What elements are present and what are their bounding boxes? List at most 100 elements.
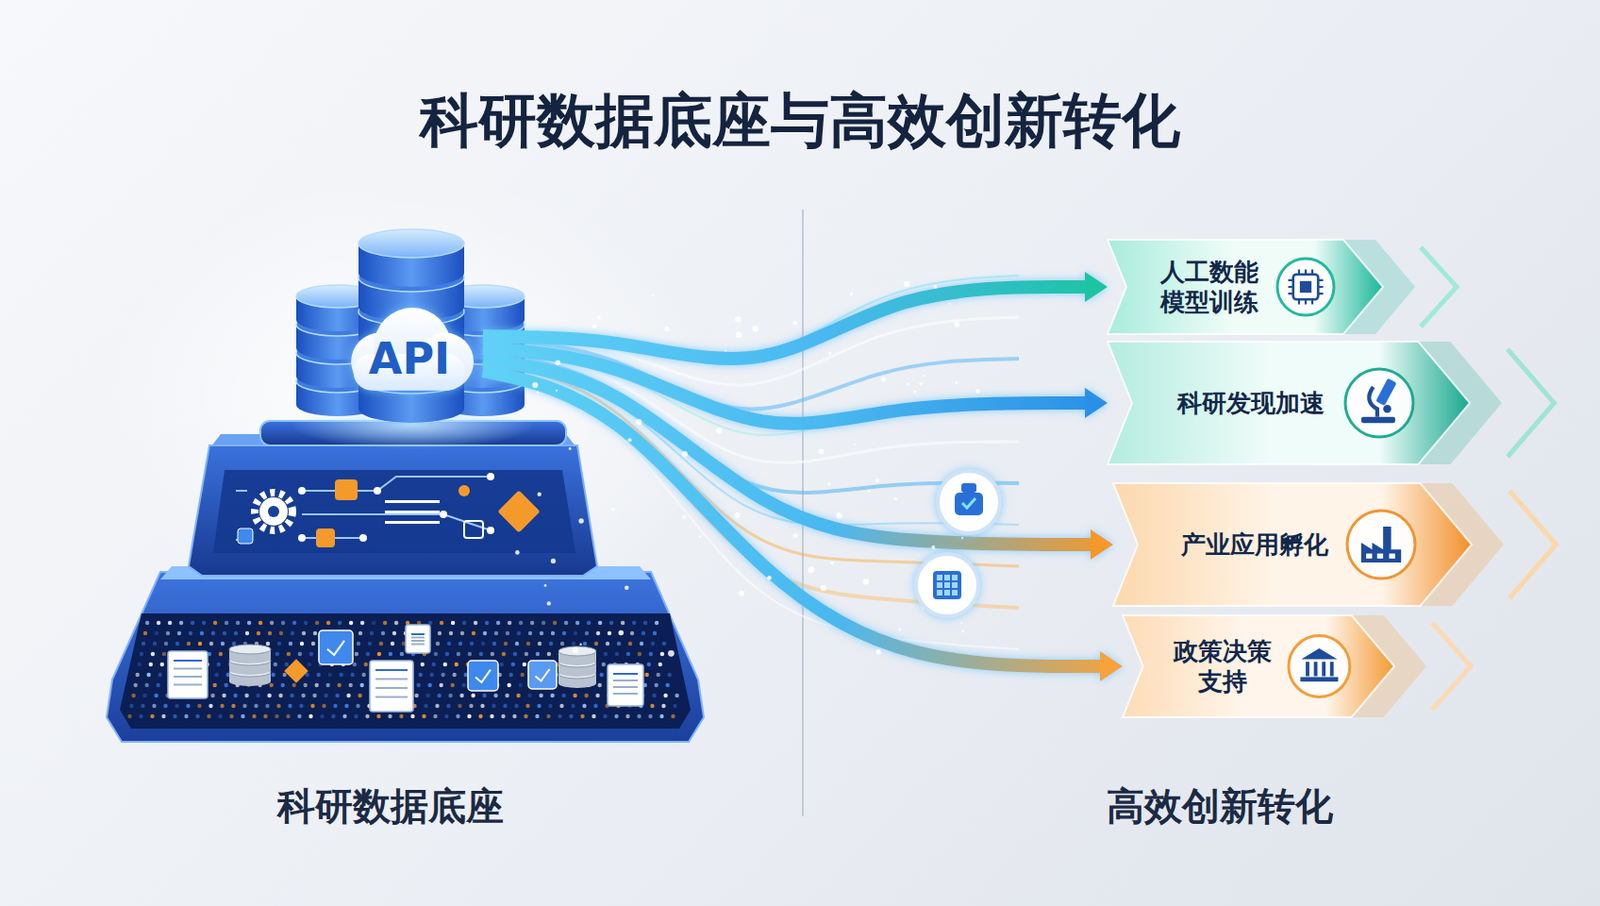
data-dot (399, 714, 403, 718)
sparkle (716, 427, 723, 434)
data-dot (313, 631, 317, 635)
sparkle (537, 492, 542, 497)
data-dot (277, 641, 282, 646)
data-dot (479, 651, 484, 656)
data-dot (143, 631, 148, 635)
microscope-stage (1383, 404, 1391, 413)
data-dot (145, 620, 150, 625)
outcome-label: 政策决策 支持 (1166, 635, 1280, 698)
file-mark (327, 640, 345, 655)
data-dot (331, 714, 335, 718)
data-dot (458, 641, 463, 646)
data-dot (457, 703, 462, 708)
data-dot (672, 703, 677, 708)
data-dot (166, 631, 170, 635)
sparkle (792, 320, 798, 326)
data-dot (312, 693, 317, 698)
data-dot (222, 631, 227, 635)
data-dot (394, 620, 399, 625)
outcome-arrow: 产业应用孵化 (1113, 483, 1472, 606)
sparkle (852, 443, 855, 446)
white-bar (384, 520, 440, 524)
sparkle (766, 575, 772, 581)
data-dot (528, 631, 533, 635)
data-dot (299, 703, 303, 708)
data-dot (501, 651, 506, 656)
data-dot (273, 662, 278, 667)
data-dot (584, 631, 589, 635)
data-dot (224, 620, 229, 625)
api-cloud: API (335, 305, 484, 402)
sparkle (532, 382, 538, 388)
data-dot (253, 703, 258, 708)
data-dot (667, 672, 672, 677)
data-dot (626, 651, 631, 656)
data-dot (572, 693, 577, 698)
data-dot (560, 641, 565, 646)
factory-window (1377, 553, 1384, 559)
icon-ring (1345, 368, 1414, 437)
sparkle (734, 512, 741, 518)
database-top (229, 644, 271, 654)
document-line (375, 696, 408, 699)
data-dot (525, 703, 530, 708)
outcome-label: 产业应用孵化 (1181, 529, 1329, 561)
sparkle (836, 512, 843, 518)
data-dot (659, 714, 664, 718)
data-dot (279, 631, 284, 635)
sparkle (536, 391, 540, 395)
data-dot (326, 620, 331, 625)
data-dot (557, 714, 562, 718)
data-dot (383, 620, 387, 625)
data-dot (445, 651, 450, 656)
data-dot (450, 620, 455, 625)
data-dot (452, 672, 457, 677)
data-dot (484, 620, 489, 625)
data-dot (174, 703, 179, 708)
data-dot (645, 672, 650, 677)
chip-cell (951, 589, 958, 596)
data-dot (266, 641, 270, 646)
data-dot (334, 693, 339, 698)
data-dot (217, 714, 222, 718)
data-dot (278, 693, 283, 698)
data-dot (490, 651, 495, 656)
data-dot (366, 651, 370, 656)
data-dot (156, 683, 161, 687)
data-dot (526, 641, 531, 646)
flow-arrow (483, 359, 1091, 545)
data-dot (164, 641, 168, 646)
arrow-band (1107, 341, 1470, 465)
data-dot (288, 641, 293, 646)
icon-ring (1347, 510, 1416, 579)
gear-body (259, 497, 288, 526)
data-dot (536, 703, 541, 708)
chevron (1432, 622, 1471, 710)
data-dot (492, 641, 497, 646)
data-dot (267, 631, 272, 635)
factory-window (1366, 553, 1372, 559)
arrow-band-shape (1122, 615, 1395, 717)
microscope-arm (1368, 386, 1378, 417)
data-dot (281, 620, 285, 625)
data-dot (663, 693, 667, 698)
sparkle (515, 550, 520, 555)
sparkle (738, 590, 745, 597)
data-dot (466, 714, 471, 718)
data-dot (602, 714, 607, 718)
data-dot (303, 683, 308, 687)
data-dot (430, 672, 434, 677)
document-line (411, 639, 425, 642)
data-dot (421, 714, 426, 718)
sparkle (931, 545, 935, 550)
data-dot (353, 714, 358, 718)
data-dot (206, 714, 211, 718)
data-dot (512, 714, 517, 718)
data-dot (352, 662, 357, 667)
data-dot (200, 631, 204, 635)
arrow-band-shape (1107, 239, 1384, 334)
data-dot (647, 662, 651, 667)
data-dot (496, 620, 500, 625)
data-dot (362, 672, 367, 677)
sparkle (682, 514, 687, 519)
